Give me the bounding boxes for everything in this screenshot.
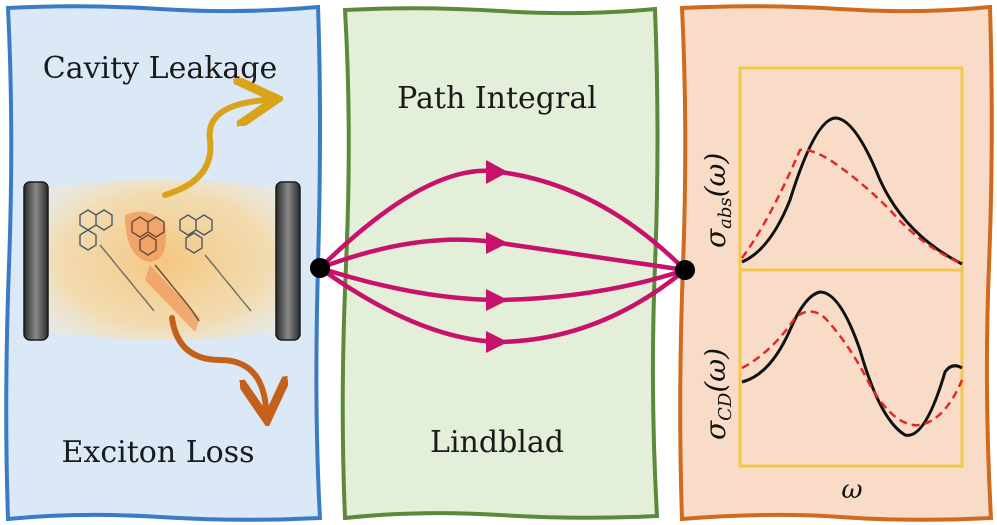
- panel-spectra-frame: [678, 4, 994, 522]
- molecule-icon: [79, 209, 155, 312]
- cd-curve-calculated: [741, 290, 963, 437]
- path-bundle: [317, 160, 688, 353]
- panel-cavity: Cavity Leakage Exciton Loss: [4, 4, 323, 522]
- mirror-icon: [23, 181, 49, 341]
- lindblad-label: Lindblad: [430, 425, 564, 460]
- arrowhead-icon: [486, 160, 508, 184]
- leakage-arrow-icon: [162, 100, 265, 198]
- end-node-icon: [675, 260, 695, 280]
- exciton-loss-label: Exciton Loss: [62, 435, 255, 470]
- mirror-icon: [275, 181, 301, 341]
- cd-ylabel: σCD(ω): [699, 348, 736, 440]
- exciton-loss-arrow-icon: [169, 315, 266, 408]
- panel-dynamics: Path Integral Lindblad: [340, 6, 660, 521]
- path-integral-label: Path Integral: [397, 81, 597, 116]
- start-node-icon: [310, 258, 330, 278]
- cavity-leakage-label: Cavity Leakage: [43, 51, 278, 86]
- panel-dynamics-frame: [340, 6, 660, 521]
- frequency-xlabel: ω: [841, 475, 862, 505]
- arrowhead-icon: [486, 331, 508, 353]
- absorption-ylabel: σabs(ω): [699, 153, 736, 248]
- absorption-curve-reference: [740, 148, 963, 266]
- arrowhead-icon: [486, 232, 508, 254]
- cavity-field: [40, 180, 290, 340]
- molecule-icon: [179, 214, 252, 312]
- molecule-icon: [125, 211, 200, 332]
- panel-spectra: σabs(ω) σCD(ω) ω: [678, 4, 994, 522]
- arrowhead-icon: [486, 289, 508, 311]
- cd-curve-reference: [741, 310, 964, 427]
- absorption-curve-calculated: [741, 116, 963, 266]
